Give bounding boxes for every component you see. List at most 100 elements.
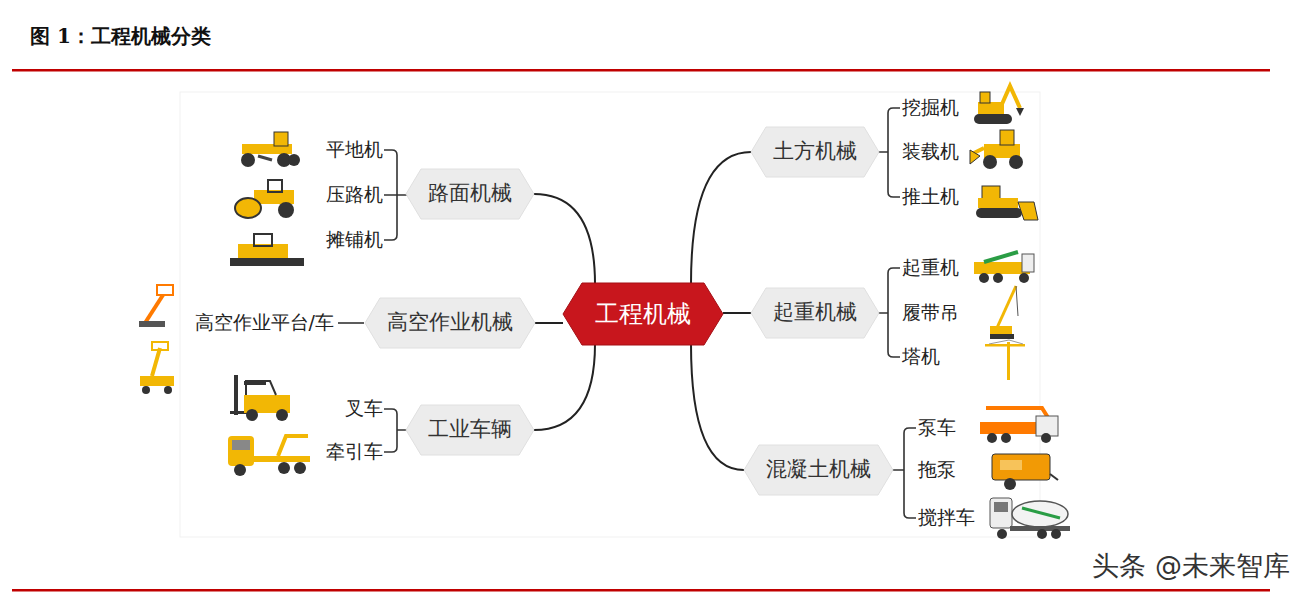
item-label: 履带吊 [902,302,959,324]
rule-bottom [12,589,1270,592]
hexagon-outline [751,127,879,177]
category-hexagon: 工业车辆 [406,405,534,455]
bulldozer-icon [976,186,1038,220]
drawing-part [246,381,276,395]
drawing-part [288,154,300,166]
grader-icon [241,132,300,167]
drawing-part [974,114,1012,124]
drawing-part [152,348,160,376]
drawing-part [152,342,168,350]
hexagon-outline [365,298,535,348]
node-text-group: 混凝土机械 [766,458,871,481]
drawing-part [1002,86,1020,108]
tower-crane-icon [985,340,1025,380]
drawing-part [1000,130,1014,145]
drawing-part [983,155,997,169]
drawing-part [142,386,150,394]
pump-truck-icon [980,408,1058,443]
drawing-part [1016,286,1018,316]
node-label: 起重机械 [773,301,857,324]
branch-connector [691,344,744,470]
category-hexagon: 土方机械 [751,127,879,177]
drawing-part [157,285,173,295]
drawing-part [140,376,174,386]
branch-connector [723,312,751,314]
drawing-part [992,454,1050,480]
branch-connector [534,344,595,430]
drawing-part [1007,342,1010,380]
drawing-part [878,268,900,357]
drawing-part [993,273,1003,283]
node-text-group: 起重机械 [773,301,857,324]
drawing-part [145,295,163,323]
drawing-part [234,375,238,415]
crawler-crane-icon [990,286,1018,339]
drawing-part [232,440,250,450]
excavator-icon [974,86,1024,124]
drawing-part [1018,202,1038,220]
drawing-part [997,529,1007,539]
category-hexagon: 混凝土机械 [744,445,893,495]
drawing-part [268,180,282,192]
drawing-part [258,156,272,160]
drawing-part [970,150,980,164]
drawing-part [241,153,255,167]
drawing-part [235,198,261,218]
drawing-part [994,502,1008,512]
drawing-part [984,252,1018,262]
drawing-part [228,436,254,466]
drawing-part [980,422,1038,434]
item-label: 牵引车 [326,441,383,463]
item-label: 起重机 [902,257,959,279]
drawing-part [980,92,990,103]
trailer-pump-icon [992,454,1058,490]
node-label: 混凝土机械 [766,458,871,481]
hexagon-outline [406,169,534,219]
drawing-part [234,464,246,476]
drawing-part [278,202,294,218]
item-label: 压路机 [326,184,383,206]
drawing-part [1041,433,1051,443]
drawing-part [254,234,272,246]
drawing-part [990,326,1012,334]
drawing-part [164,386,172,394]
node-label: 工程机械 [595,301,691,327]
tow-truck-icon [228,436,310,476]
drawing-part [278,436,308,456]
node-label: 路面机械 [428,182,512,205]
drawing-part [990,334,1014,339]
drawing-part [1036,416,1058,436]
drawing-part [990,498,1012,528]
drawing-part [384,150,409,240]
node-label: 高空作业机械 [387,311,513,334]
item-label: 装载机 [902,141,959,163]
item-label: 拖泵 [918,459,956,481]
hexagon-outline [563,283,723,345]
drawing-part [978,198,1018,208]
figure-title: 图 1：工程机械分类 [30,25,211,48]
bracket-lines [338,108,916,518]
drawing-part [987,433,997,443]
watermark: 头条 @未来智库 [1092,550,1290,581]
drawing-part [1016,108,1024,116]
drawing-part [338,322,364,324]
branch-connector [534,194,595,284]
drawing-part [989,340,1023,344]
lift-icon [139,285,173,327]
drawing-part [1022,508,1060,518]
node-text-group: 工程机械 [595,301,691,327]
node-text-group: 工业车辆 [428,418,512,441]
forklift-icon [230,375,290,421]
diagram-frame [180,92,1040,537]
drawing-part [1022,254,1034,272]
lift-icon [140,342,174,394]
node-text-group: 路面机械 [428,182,512,205]
drawing-part [246,409,258,421]
drawing-part [1000,460,1022,470]
hexagon-outline [744,445,893,495]
drawing-part [1009,155,1023,169]
node-label: 工业车辆 [428,418,512,441]
crane-truck-icon [974,252,1034,283]
item-label: 推土机 [902,186,959,208]
drawing-part [891,428,916,518]
